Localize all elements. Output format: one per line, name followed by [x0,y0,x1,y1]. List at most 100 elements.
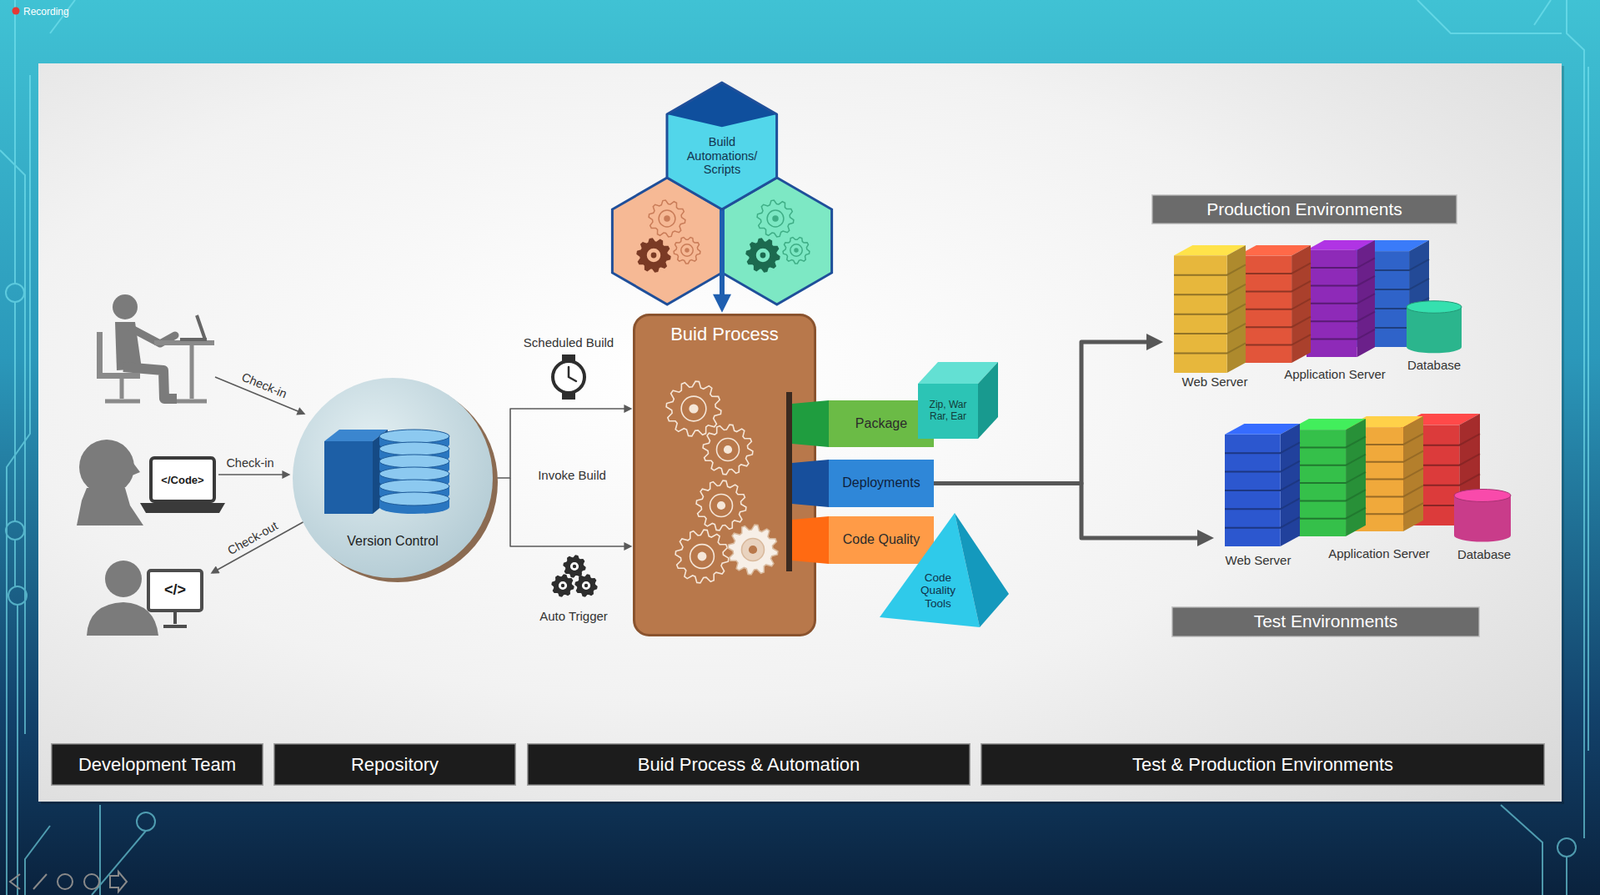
disk-top [379,441,450,456]
build-process-box: Buid Process [632,313,817,637]
watch-hands [568,366,577,382]
gear-teeth [575,574,597,597]
package-tab: Package [792,400,934,447]
gear-hub [684,247,689,252]
tab-fold [792,459,829,507]
watch-face [552,361,585,393]
label-box: Application Server [1284,366,1386,382]
tab-body [828,459,934,507]
arrow-label: Check-in [239,370,289,402]
gear-teeth [673,237,701,264]
gear-icon [666,381,722,437]
node-text: Code Quality Tools [911,571,965,611]
server-stack [1289,418,1366,537]
label-box: Check-in [239,369,290,402]
laptop-screen [150,457,215,502]
database-cylinder [1406,300,1462,354]
gear-hub [760,252,767,259]
trigger-label: Auto Trigger [539,608,608,623]
gear-ring [658,210,676,227]
gear-teeth [696,480,747,531]
node-text: Repository [351,753,439,775]
automation-hexagon: Build Automations/ Scripts [667,82,778,210]
disk-top [379,479,450,493]
head [105,560,142,597]
tab-body [828,516,934,564]
stack-divider [1306,311,1375,322]
box-front [324,441,373,514]
leg [123,366,177,399]
label-box: Check-in [225,455,274,471]
recording-dot [12,7,21,16]
arrow-label: Check-in [225,456,274,471]
stack-divider [1173,342,1246,353]
gear-ring [646,247,662,263]
arrow-label: Check-out [225,518,281,558]
node-text: Zip, War Rar, Ear [920,399,976,423]
node-text: Package [855,416,908,432]
gear-icon [696,480,747,531]
disk-top [379,454,450,468]
stack-divider [1173,264,1246,275]
head [79,439,135,495]
stack-divider [1289,471,1366,483]
gear-teeth [636,238,671,272]
tab-fold [792,516,829,564]
band-fill [981,743,1545,786]
circuit-trace [1587,66,1590,751]
gear-ring [755,247,771,263]
stack-divider [1237,334,1311,346]
label-box: Scheduled Build [523,335,614,351]
gear-hub [717,501,726,510]
gear-ring [681,244,693,256]
disk-top [379,429,450,443]
desk-leg [176,345,207,402]
disk-top [379,491,450,506]
gear-hub [584,583,588,587]
slide-controls [10,871,127,892]
stack-divider [1306,275,1375,286]
label-box: Application Server [1328,546,1430,562]
circuit-pad [1557,837,1576,857]
circuit-trace [1534,0,1551,26]
laptop [180,315,207,340]
node-text: Version Control [309,533,477,549]
band-fill [51,743,264,786]
disk-top [379,466,450,481]
deployments-tab: Deployments [792,459,934,507]
node-text: Buid Process [670,323,779,345]
clock-icon [552,354,585,400]
gear-teeth [727,524,778,575]
server-label: Application Server [1328,546,1430,561]
gear-teeth [757,200,794,237]
circuit-pad [5,521,25,540]
database-cylinder [1454,489,1511,542]
cylinder-body [1454,495,1511,542]
circuit-trace [0,150,26,734]
monitor-stand [163,611,187,627]
gear-hub [772,215,778,221]
gear-icon [648,200,686,237]
cylinder-top [1406,300,1462,314]
node-text: Test Environments [1253,611,1399,632]
circuit-trace [1500,804,1543,895]
circuit-trace [14,301,16,522]
gear-icon [675,529,729,583]
archive-cube: Zip, War Rar, Ear [917,361,999,439]
gear-ring [717,438,740,462]
cube-side [978,361,999,439]
band-fill [1172,606,1480,637]
section-bar: Test & Production Environments [980,742,1545,786]
server-label: Database [1457,546,1511,562]
label-box: </Code> [160,471,204,487]
label-box: Invoke Build [537,467,607,483]
hexagon-outline [667,82,778,210]
trigger-label: Scheduled Build [523,335,614,350]
stack-divider [1224,516,1300,528]
monitor [148,570,202,611]
gear-hub [561,583,565,587]
repository-icon [324,429,450,514]
node-text: Web Server [1182,374,1249,389]
